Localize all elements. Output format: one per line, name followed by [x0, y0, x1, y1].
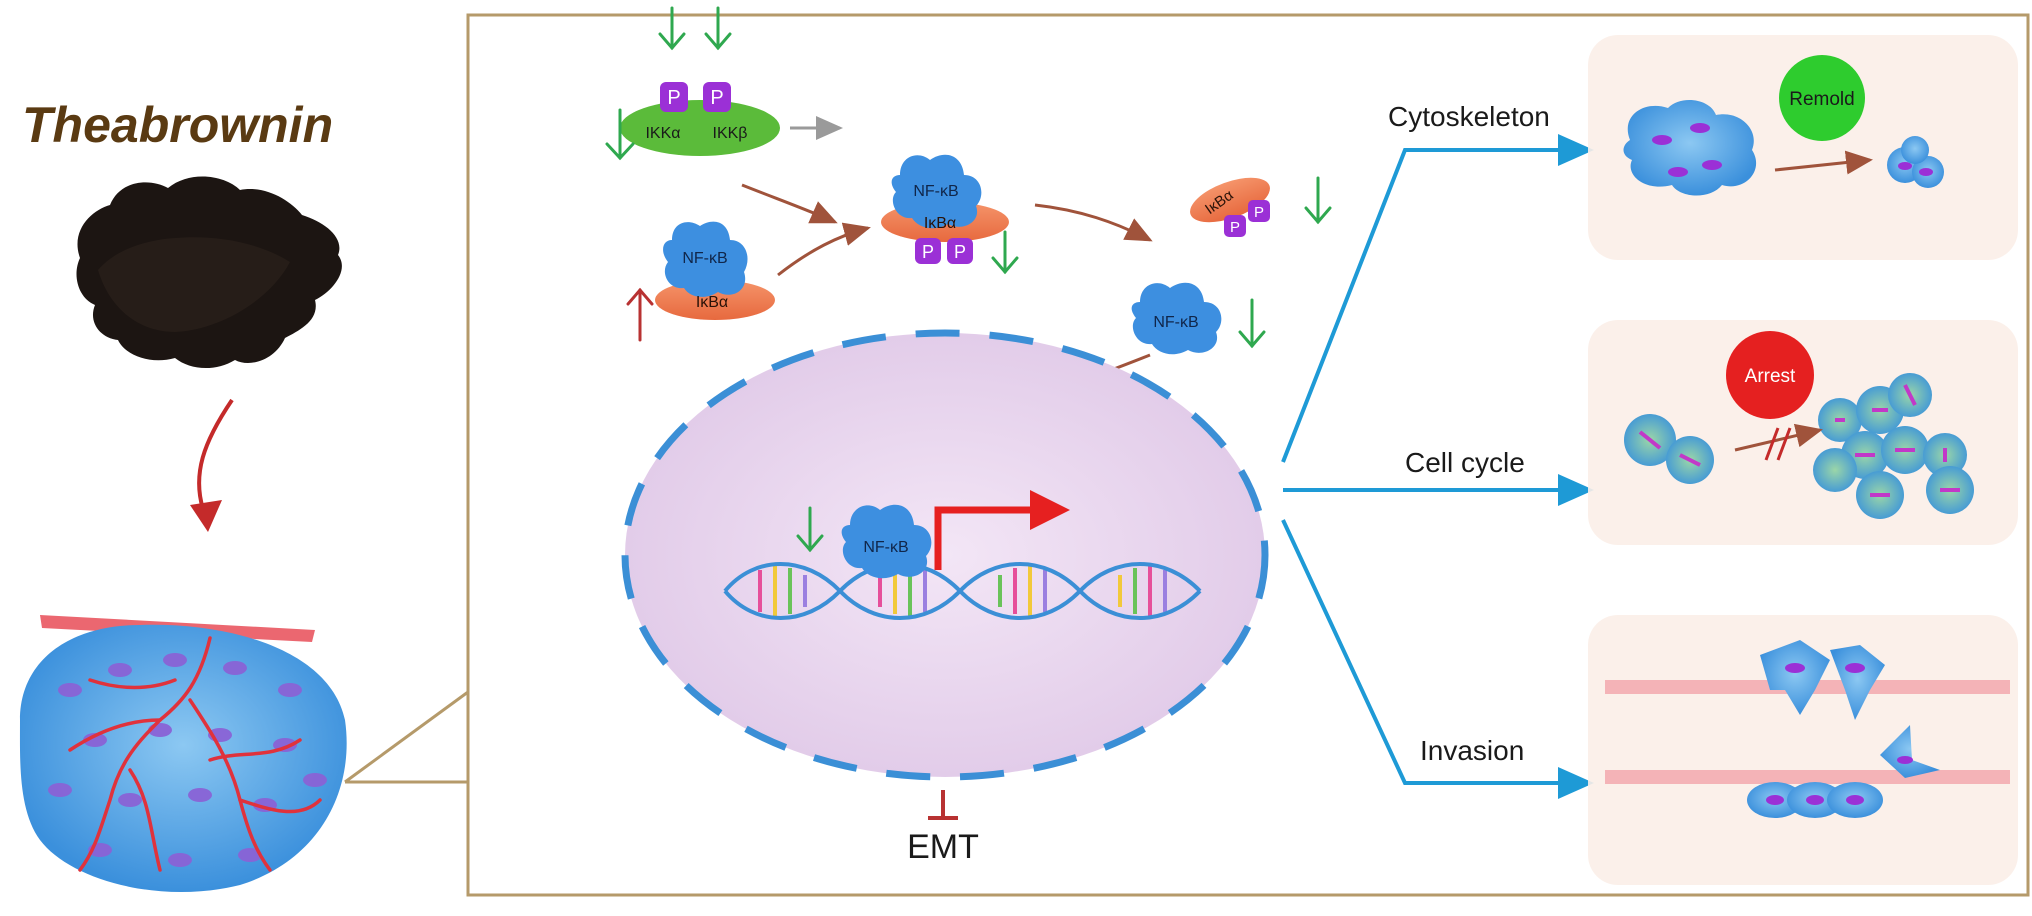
down-arrow-icon: [1238, 298, 1266, 349]
phospho-label: P: [1230, 219, 1240, 236]
title-theabrownin: Theabrownin: [22, 97, 333, 153]
nfkb-ikba-complex: NF-κB IκBα: [655, 221, 775, 320]
tumor-cell-cluster: [19, 615, 347, 893]
phospho-label: P: [922, 242, 934, 262]
flow-arrow: [777, 222, 871, 277]
degraded-ikba: IκBα P P: [1190, 177, 1270, 237]
ikk-complex: P P IKKα IKKβ: [620, 82, 780, 156]
panel-cytoskeleton: Remold: [1588, 35, 2018, 260]
ikba-label: IκBα: [924, 215, 956, 232]
nfkb-label: NF-κB: [863, 539, 908, 556]
badge-arrest-label: Arrest: [1745, 366, 1796, 387]
curved-down-arrow-icon: [190, 398, 234, 532]
branch-lines: [1281, 134, 1594, 799]
free-nfkb: NF-κB: [1131, 282, 1222, 355]
transcription-arrow-icon: [934, 490, 1070, 570]
ikkb-label: IKKβ: [713, 125, 748, 142]
badge-remold-label: Remold: [1789, 89, 1854, 110]
ikba-label: IκBα: [696, 294, 728, 311]
phospho-label: P: [710, 87, 723, 109]
up-arrow-icon: [626, 287, 654, 342]
down-arrow-icon: [796, 506, 824, 553]
badge-remold: [1779, 55, 1865, 141]
phospho-label: P: [954, 242, 966, 262]
down-arrow-icon: [1304, 176, 1332, 225]
badge-arrest: [1726, 331, 1814, 419]
mechanism-frame: [466, 13, 2030, 897]
phospho-label: P: [667, 87, 680, 109]
outcome-label-cytoskeleton: Cytoskeleton: [1388, 101, 1550, 132]
panel-cell-cycle: Arrest: [1588, 320, 2018, 545]
ikka-label: IKKα: [645, 125, 680, 142]
down-arrow-icon: [605, 6, 732, 161]
panel-invasion: [1588, 615, 2018, 885]
nfkb-label: NF-κB: [682, 250, 727, 267]
outcome-label-cell-cycle: Cell cycle: [1405, 447, 1525, 478]
phospho-ikba-complex: NF-κB IκBα P P: [881, 154, 1009, 264]
emt-label: EMT: [907, 828, 979, 866]
nfkb-label: NF-κB: [913, 183, 958, 200]
outcome-label-invasion: Invasion: [1420, 735, 1524, 766]
theabrownin-powder: [76, 176, 342, 369]
flow-arrow: [1034, 203, 1153, 242]
phospho-label: P: [1254, 204, 1264, 221]
zoom-connector: [344, 690, 469, 784]
emt-inhibition: EMT: [907, 790, 979, 866]
down-arrow-icon: [991, 230, 1019, 275]
nfkb-label: NF-κB: [1153, 314, 1198, 331]
flow-arrow: [741, 183, 838, 224]
nucleus: [621, 329, 1269, 781]
nfkb-bound-dna: NF-κB: [841, 504, 932, 579]
